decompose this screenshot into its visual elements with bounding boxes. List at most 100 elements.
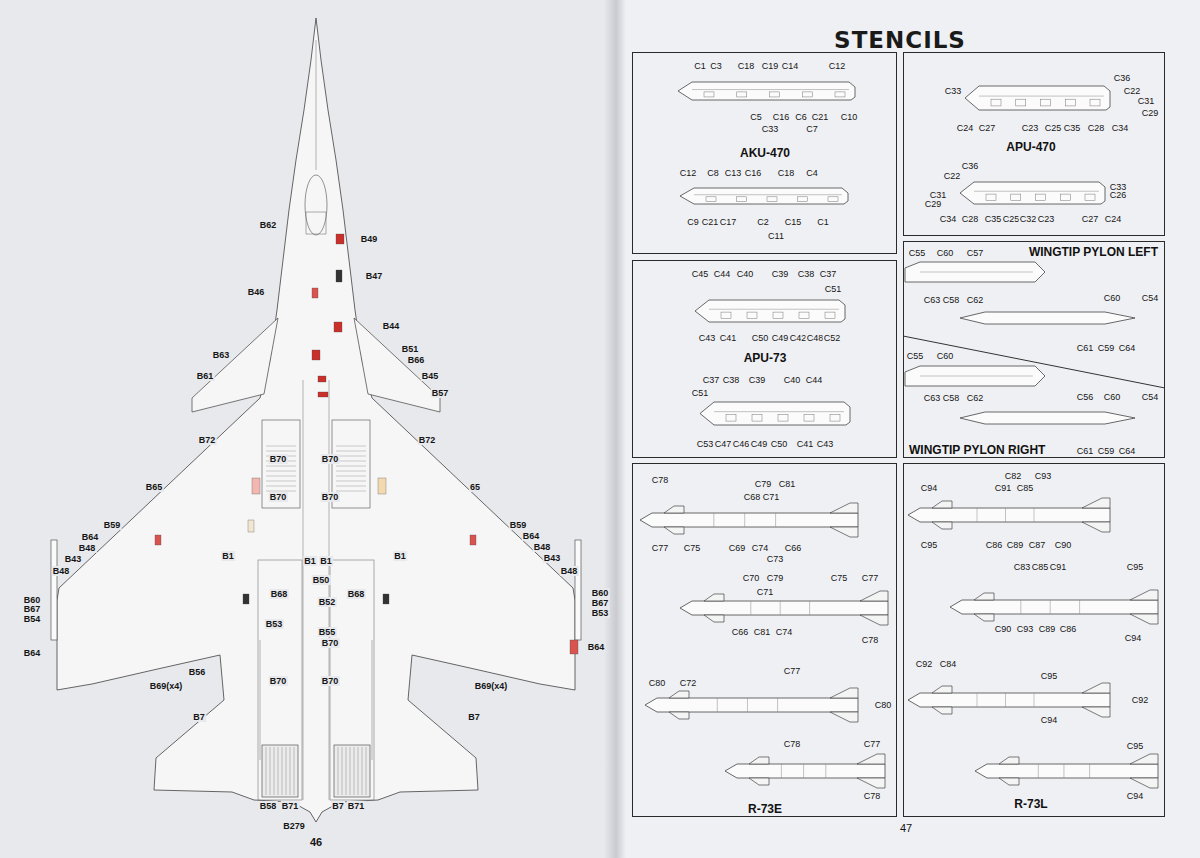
stencil-mark: [243, 594, 249, 604]
detail-line: [974, 191, 1099, 192]
callout-number: B48: [78, 543, 97, 553]
missile-fin: [860, 615, 888, 625]
nozzle: [334, 745, 370, 797]
missile-fin: [1082, 498, 1110, 508]
callout-number: C94: [1040, 715, 1059, 725]
callout-number: B62: [259, 220, 278, 230]
callout-number: C95: [920, 540, 939, 550]
callout-number: B58: [259, 801, 278, 811]
callout-number: B47: [365, 271, 384, 281]
detail-box: [737, 197, 747, 201]
nozzle-line: [290, 747, 291, 795]
callout-number: C64: [1118, 446, 1137, 456]
stencil-mark: [334, 322, 342, 332]
stencil-mark: [318, 392, 328, 397]
detail-box: [1036, 194, 1046, 200]
stencil-mark: [383, 594, 389, 604]
callout-number: C22: [1123, 86, 1142, 96]
aku-470-launcher: [678, 82, 855, 100]
callout-number: B43: [543, 553, 562, 563]
detail-line: [920, 376, 1033, 377]
callout-number: B72: [198, 435, 217, 445]
callout-number: C48: [806, 333, 825, 343]
r-73l-missile: [950, 600, 1158, 614]
callout-number: C28: [961, 214, 980, 224]
callout-number: C74: [751, 543, 770, 553]
callout-number: C17: [719, 217, 738, 227]
callout-number: C86: [985, 540, 1004, 550]
callout-number: B70: [269, 492, 288, 502]
callout-number: C72: [679, 678, 698, 688]
callout-number: B279: [282, 821, 306, 831]
callout-number: C24: [1104, 214, 1123, 224]
callout-number: C61: [1076, 343, 1095, 353]
callout-number: C71: [756, 587, 775, 597]
callout-number: B64: [587, 642, 606, 652]
callout-number: C92: [915, 659, 934, 669]
nozzle-line: [278, 747, 279, 795]
engine-nacelle: [258, 560, 302, 800]
callout-number: B69(x4): [149, 681, 184, 691]
callout-number: C60: [936, 248, 955, 258]
missile-band: [1005, 693, 1006, 707]
stencil-mark: [248, 520, 254, 532]
callout-number: C32: [1019, 214, 1038, 224]
callout-number: C1: [816, 217, 830, 227]
missile-fin: [1130, 614, 1158, 624]
callout-number: C8: [706, 168, 720, 178]
panel-line: [306, 212, 326, 234]
missile-canard: [999, 757, 1019, 764]
callout-number: B44: [382, 321, 401, 331]
callout-number: C44: [713, 269, 732, 279]
page-number: 47: [899, 822, 913, 835]
callout-number: C10: [840, 112, 859, 122]
callout-number: C71: [762, 492, 781, 502]
callout-number: C16: [744, 168, 763, 178]
detail-box: [1041, 99, 1051, 106]
callout-number: C59: [1097, 446, 1116, 456]
callout-number: C19: [761, 61, 780, 71]
missile-band: [809, 601, 810, 615]
wingtip-rail: [575, 540, 581, 640]
callout-number: B57: [431, 388, 450, 398]
callout-number: C37: [702, 375, 721, 385]
missile-fin: [857, 754, 885, 764]
missile-fin: [830, 688, 858, 698]
callout-number: B67: [591, 598, 610, 608]
missile-band: [825, 764, 826, 778]
callout-number: C62: [966, 393, 985, 403]
callout-number: C90: [1054, 540, 1073, 550]
nozzle-line: [338, 747, 339, 795]
callout-number: C57: [966, 248, 985, 258]
callout-number: C14: [781, 61, 800, 71]
callout-number: C45: [691, 269, 710, 279]
callout-number: C95: [1126, 562, 1145, 572]
nozzle-line: [342, 747, 343, 795]
missile-fin: [1130, 754, 1158, 764]
nozzle-line: [270, 747, 271, 795]
stencil-mark: [336, 234, 344, 244]
callout-number: C36: [1113, 73, 1132, 83]
stencil-mark: [570, 640, 578, 654]
callout-number: C77: [861, 573, 880, 583]
missile-fin: [830, 527, 858, 537]
grille-line: [266, 481, 296, 482]
panel-title: AKU-470: [740, 146, 790, 160]
apu-73-launcher: [700, 402, 850, 425]
missile-canard: [932, 501, 952, 508]
detail-box: [830, 415, 840, 421]
stencil-mark: [155, 535, 161, 545]
callout-number: C44: [805, 375, 824, 385]
intake: [262, 420, 300, 508]
callout-number: C46: [732, 439, 751, 449]
grille-line: [266, 486, 296, 487]
callout-number: C37: [819, 269, 838, 279]
missile-fin: [1130, 590, 1158, 600]
callout-number: B59: [103, 520, 122, 530]
detail-box: [799, 312, 809, 318]
callout-number: C34: [939, 214, 958, 224]
callout-number: B70: [321, 676, 340, 686]
detail-line: [920, 272, 1033, 273]
callout-number: C15: [784, 217, 803, 227]
missile-canard: [664, 527, 684, 534]
